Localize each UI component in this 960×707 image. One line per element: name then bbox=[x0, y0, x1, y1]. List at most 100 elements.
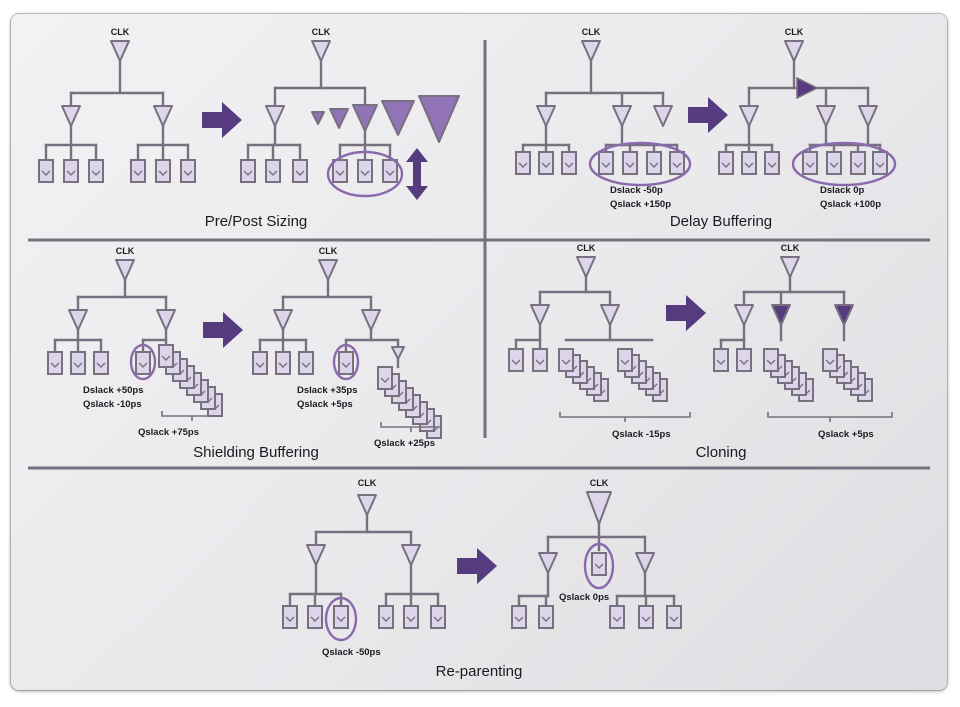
clock-pin-icon bbox=[744, 162, 754, 168]
highlight-circle bbox=[129, 343, 157, 381]
caption-delay-buffering: Delay Buffering bbox=[670, 213, 772, 230]
flip-flop-icon bbox=[307, 605, 323, 629]
clock-pin-icon bbox=[766, 359, 776, 365]
clock-pin-icon bbox=[612, 616, 622, 622]
shield-after-dslack: Dslack +35ps bbox=[297, 385, 357, 396]
clock-pin-icon bbox=[380, 377, 390, 383]
shield-before-dslack: Dslack +50ps bbox=[83, 385, 143, 396]
flip-flop-icon bbox=[646, 151, 662, 175]
size-variant-icon bbox=[352, 104, 378, 132]
clock-pin-icon bbox=[805, 162, 815, 168]
buffer-icon bbox=[653, 105, 673, 127]
clock-pin-icon bbox=[66, 170, 76, 176]
flip-flop-icon bbox=[532, 348, 548, 372]
cloned-buffer-icon bbox=[771, 304, 791, 326]
buffer-icon bbox=[816, 105, 836, 127]
clock-pin-icon bbox=[41, 170, 51, 176]
flip-flop-icon bbox=[63, 159, 79, 183]
clock-pin-icon bbox=[406, 616, 416, 622]
clk-label: CLK bbox=[319, 246, 338, 256]
clock-pin-icon bbox=[50, 362, 60, 368]
clock-pin-icon bbox=[183, 170, 193, 176]
delay-after-qslack: Qslack +100p bbox=[820, 199, 881, 210]
clock-pin-icon bbox=[875, 162, 885, 168]
reparented-flip-flop-icon bbox=[591, 552, 607, 576]
buffer-icon bbox=[600, 304, 620, 326]
clock-pin-icon bbox=[721, 162, 731, 168]
inserted-delay-buffer-icon bbox=[796, 76, 819, 100]
flip-flop-icon bbox=[430, 605, 446, 629]
slack-annotations: Dslack -50p Qslack +150p Dslack 0p Qslac… bbox=[83, 185, 881, 658]
buffer-icon bbox=[156, 309, 176, 331]
caption-shielding-buffering: Shielding Buffering bbox=[193, 444, 319, 461]
buffer-icon bbox=[536, 105, 556, 127]
delay-arrow-icon bbox=[688, 97, 728, 133]
clock-pin-icon bbox=[255, 362, 265, 368]
highlight-circle bbox=[324, 596, 358, 642]
flip-flop-icon bbox=[741, 151, 757, 175]
clock-pin-icon bbox=[161, 355, 171, 361]
flip-flop-icon bbox=[155, 159, 171, 183]
delay-after-dslack: Dslack 0p bbox=[820, 185, 865, 196]
caption-cloning: Cloning bbox=[696, 444, 747, 461]
flip-flop-icon bbox=[403, 605, 419, 629]
clock-pin-icon bbox=[158, 170, 168, 176]
buffer-icon bbox=[306, 544, 326, 566]
clock-pin-icon bbox=[268, 170, 278, 176]
flip-flop-icon bbox=[332, 159, 348, 183]
clk-label: CLK bbox=[590, 478, 609, 488]
sizing-arrow-icon bbox=[202, 102, 242, 138]
flip-flop-icon bbox=[378, 605, 394, 629]
root-buffer-icon bbox=[784, 40, 804, 62]
clock-pin-icon bbox=[514, 616, 524, 622]
group-bracket bbox=[767, 412, 893, 418]
clock-pin-icon bbox=[433, 616, 443, 622]
flip-flop-icon bbox=[598, 151, 614, 175]
flip-flop-icon bbox=[609, 605, 625, 629]
diagram-graphics bbox=[28, 40, 930, 642]
clock-pin-icon bbox=[301, 362, 311, 368]
buffer-icon bbox=[858, 105, 878, 127]
reparent-arrow-icon bbox=[457, 548, 497, 584]
clock-pin-icon bbox=[541, 616, 551, 622]
flip-flop-icon bbox=[298, 351, 314, 375]
clock-pin-icon bbox=[535, 359, 545, 365]
flip-flop-stack-icon bbox=[822, 348, 838, 372]
flip-flop-icon bbox=[282, 605, 298, 629]
clock-pin-icon bbox=[829, 162, 839, 168]
flip-flop-icon bbox=[47, 351, 63, 375]
size-variant-icon bbox=[418, 95, 460, 143]
buffer-icon bbox=[68, 309, 88, 331]
root-buffer-icon bbox=[115, 259, 135, 281]
flip-flop-icon bbox=[93, 351, 109, 375]
root-buffer-icon bbox=[110, 40, 130, 62]
flip-flop-icon bbox=[713, 348, 729, 372]
clock-pin-icon bbox=[381, 616, 391, 622]
clock-pin-icon bbox=[91, 170, 101, 176]
caption-re-parenting: Re-parenting bbox=[436, 663, 523, 680]
reparent-after-qslack: Qslack 0ps bbox=[559, 592, 609, 603]
flip-flop-icon bbox=[88, 159, 104, 183]
clk-labels: CLK CLK CLK CLK CLK CLK CLK CLK CLK CLK bbox=[111, 27, 804, 488]
clock-pin-icon bbox=[601, 162, 611, 168]
reparent-before-qslack: Qslack -50ps bbox=[322, 647, 381, 658]
buffer-icon bbox=[635, 552, 655, 574]
cloning-after-group-qslack: Qslack +5ps bbox=[818, 429, 874, 440]
clock-pin-icon bbox=[310, 616, 320, 622]
flip-flop-icon bbox=[333, 605, 349, 629]
section-captions: Pre/Post Sizing Delay Buffering Shieldin… bbox=[193, 213, 772, 680]
root-buffer-icon bbox=[318, 259, 338, 281]
flip-flop-icon bbox=[382, 159, 398, 183]
flip-flop-icon bbox=[764, 151, 780, 175]
shield-buffer-icon bbox=[391, 346, 405, 360]
flip-flop-icon bbox=[872, 151, 888, 175]
cloning-before-group-qslack: Qslack -15ps bbox=[612, 429, 671, 440]
flip-flop-icon bbox=[802, 151, 818, 175]
buffer-icon bbox=[401, 544, 421, 566]
root-buffer-icon bbox=[576, 256, 596, 278]
delay-before-qslack: Qslack +150p bbox=[610, 199, 671, 210]
flip-flop-icon bbox=[135, 351, 151, 375]
clock-pin-icon bbox=[649, 162, 659, 168]
